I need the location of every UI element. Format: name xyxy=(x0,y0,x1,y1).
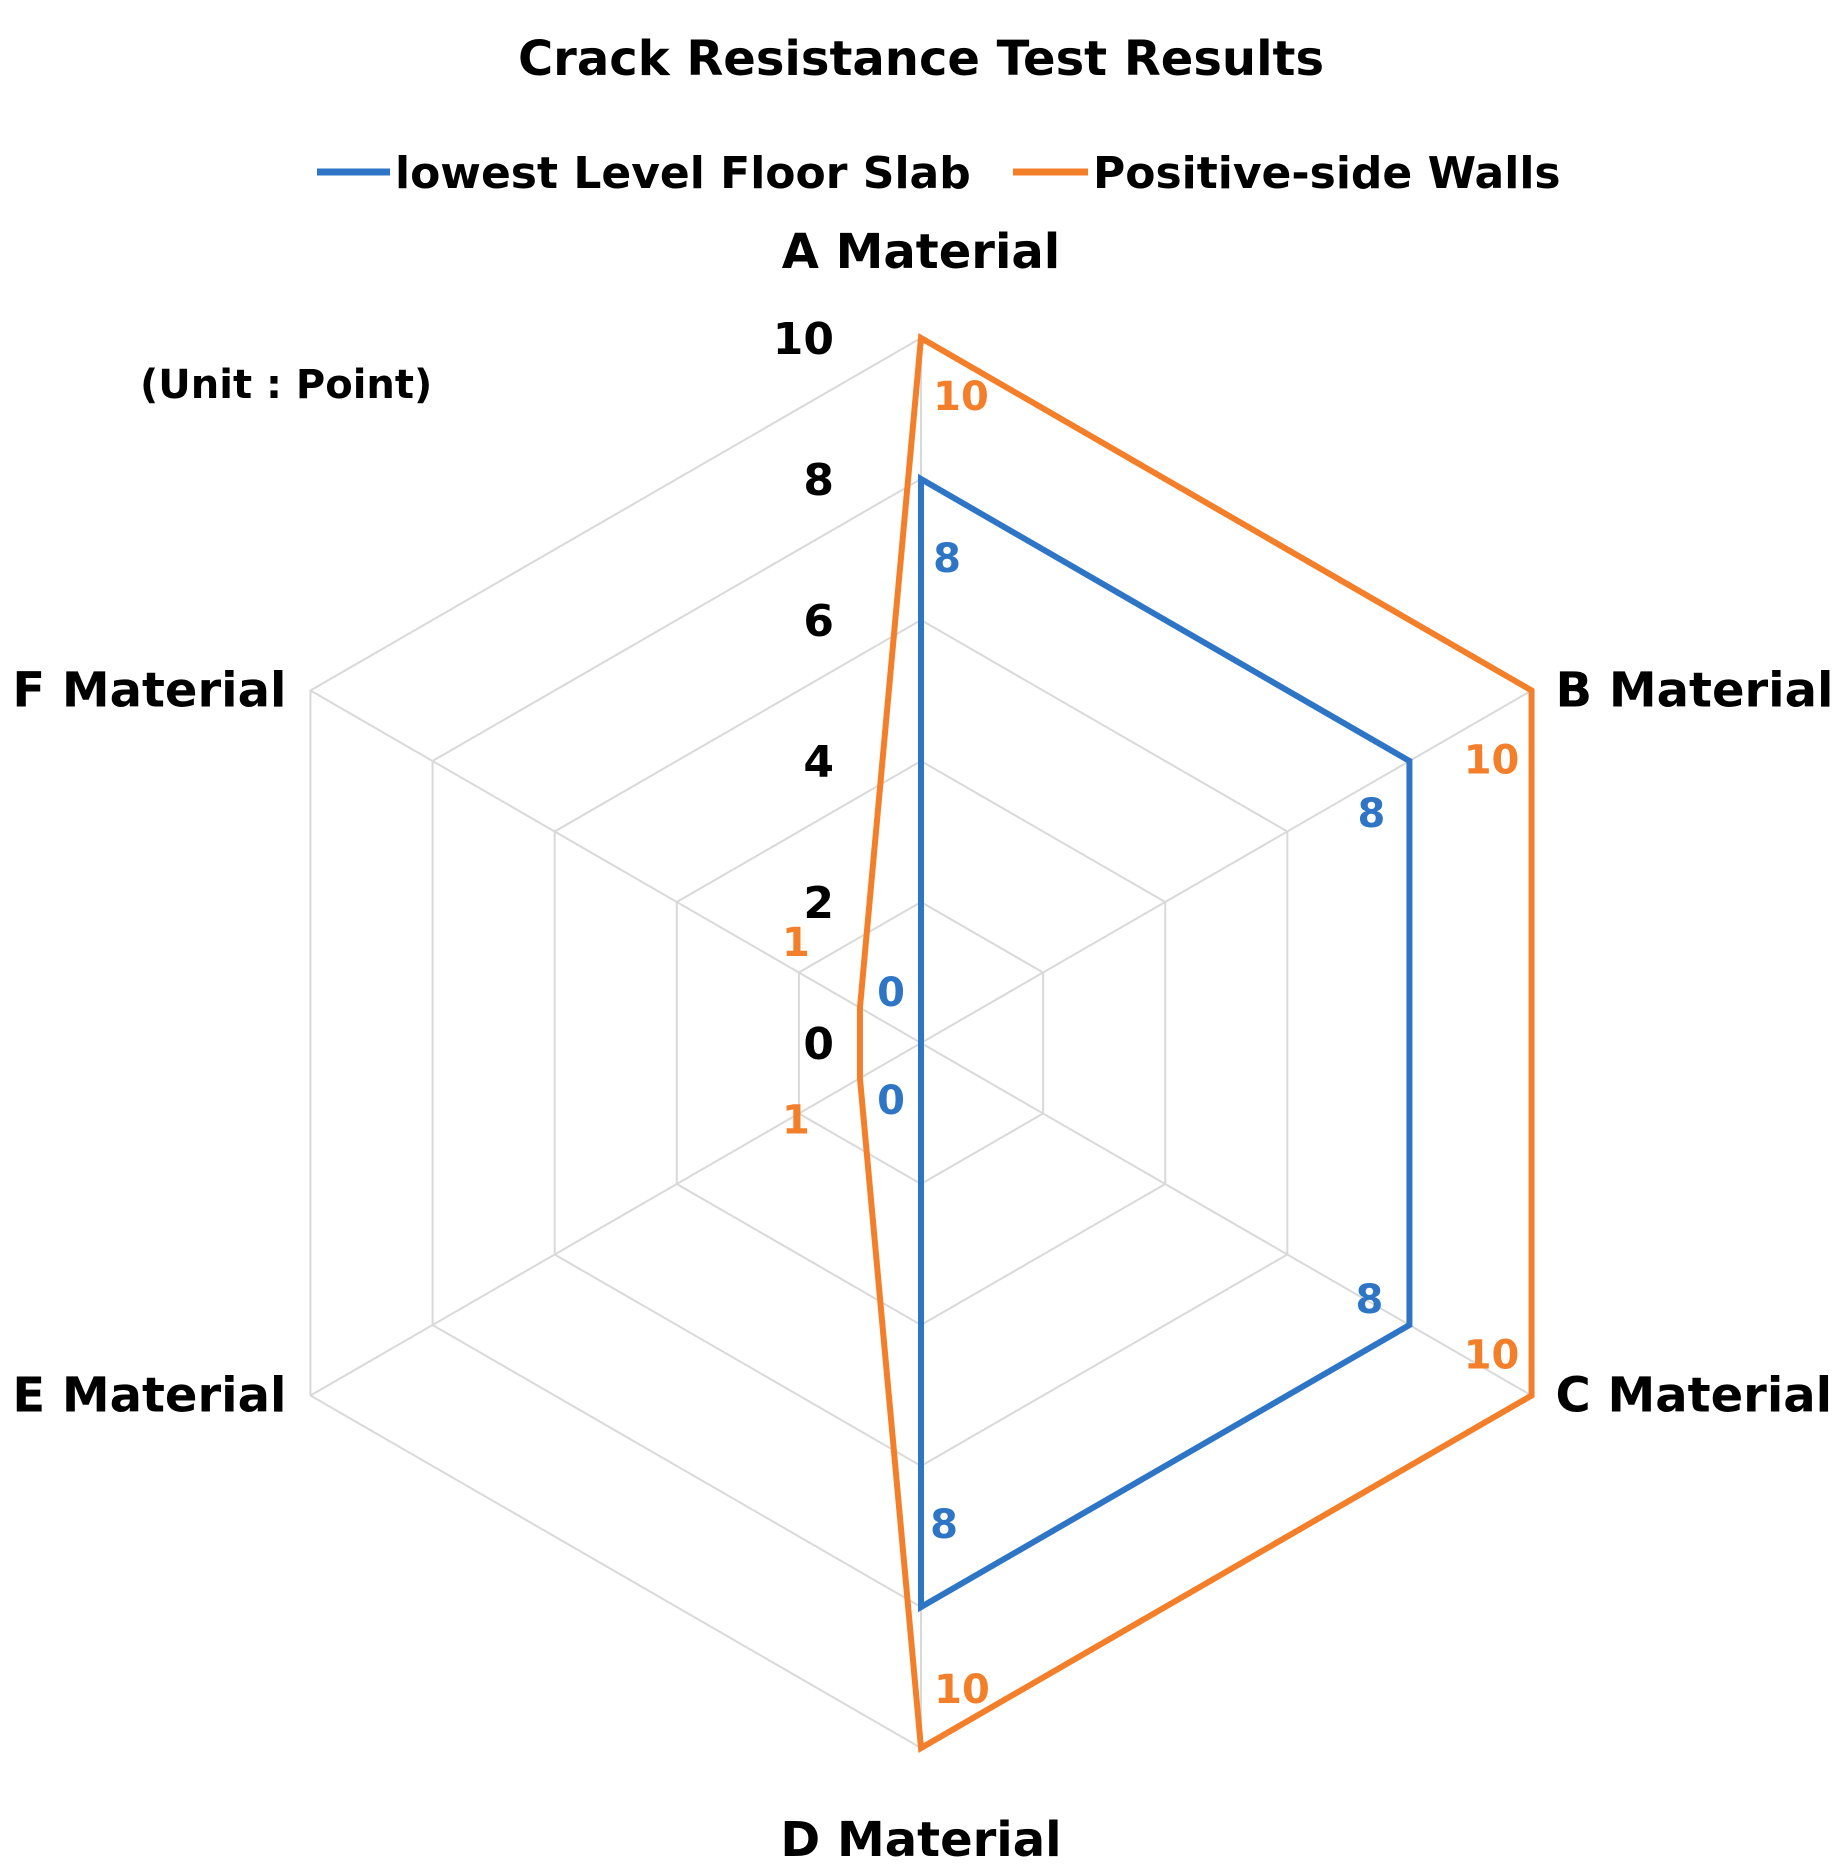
data-label-s0-0: 8 xyxy=(933,536,961,582)
tick-label-2: 4 xyxy=(803,737,834,788)
data-label-s0-1: 8 xyxy=(1358,791,1386,837)
data-label-s1-4: 1 xyxy=(782,1097,810,1143)
category-label-5: F Material xyxy=(12,663,286,719)
tick-label-0: 0 xyxy=(803,1019,834,1070)
data-label-s0-2: 8 xyxy=(1356,1277,1384,1323)
data-label-s0-3: 8 xyxy=(930,1502,958,1548)
category-label-1: B Material xyxy=(1556,663,1834,719)
data-label-s1-0: 10 xyxy=(933,374,989,420)
legend: lowest Level Floor Slab Positive-side Wa… xyxy=(317,148,1561,199)
tick-label-4: 8 xyxy=(803,455,834,506)
data-label-s0-5: 0 xyxy=(877,970,905,1016)
data-label-s0-4: 0 xyxy=(877,1078,905,1124)
data-label-s1-5: 1 xyxy=(782,920,810,966)
grid-spoke-4 xyxy=(309,1042,922,1397)
series-line-1 xyxy=(856,333,1535,1753)
data-label-s1-3: 10 xyxy=(934,1667,990,1713)
grid-spoke-5 xyxy=(309,689,922,1044)
unit-note: (Unit : Point) xyxy=(140,362,432,408)
grid-spoke-2 xyxy=(920,1042,1533,1397)
legend-label-positive-walls: Positive-side Walls xyxy=(1093,148,1561,199)
tick-label-5: 10 xyxy=(773,314,834,365)
category-label-2: C Material xyxy=(1556,1368,1833,1424)
category-label-0: A Material xyxy=(782,224,1060,280)
grid-spoke-1 xyxy=(920,689,1533,1044)
legend-label-floor-slab: lowest Level Floor Slab xyxy=(395,148,971,199)
chart-title: Crack Resistance Test Results xyxy=(518,31,1324,87)
category-label-3: D Material xyxy=(780,1812,1061,1868)
data-label-s1-2: 10 xyxy=(1464,1333,1520,1379)
category-label-4: E Material xyxy=(12,1368,286,1424)
series-line-0 xyxy=(918,473,1413,1613)
radar-series xyxy=(856,333,1535,1753)
data-label-s1-1: 10 xyxy=(1464,738,1520,784)
tick-label-1: 2 xyxy=(803,878,834,929)
tick-label-3: 6 xyxy=(803,596,834,647)
